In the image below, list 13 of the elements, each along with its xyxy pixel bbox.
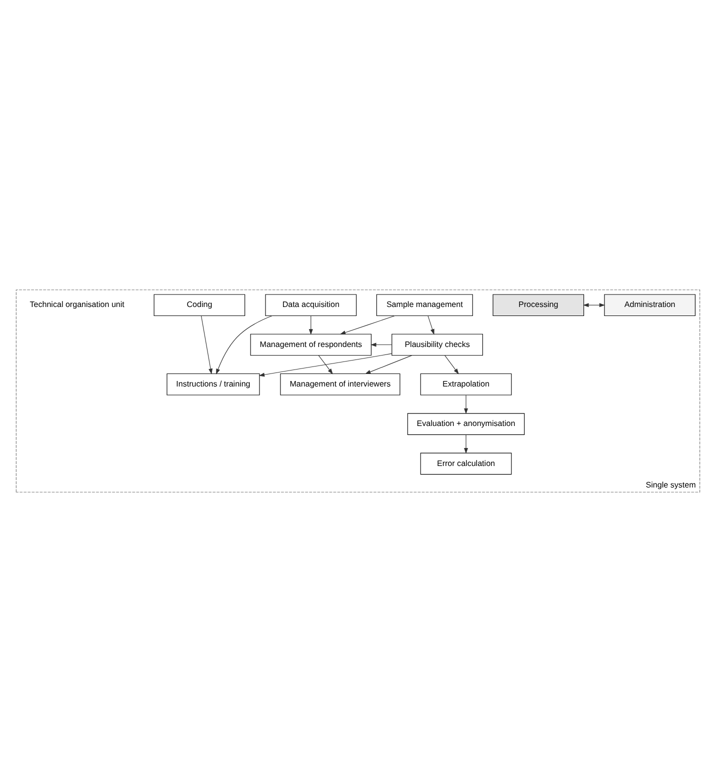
arrow: [308, 316, 313, 335]
arrow: [464, 434, 468, 454]
arrow: [258, 353, 392, 377]
arrow: [428, 316, 434, 335]
arrow: [364, 355, 412, 374]
arrow: [464, 394, 468, 414]
arrow: [318, 355, 333, 374]
arrow: [216, 316, 273, 375]
arrow: [444, 355, 459, 374]
arrow: [200, 315, 213, 374]
arrow: [340, 315, 396, 334]
arrow: [370, 342, 392, 347]
arrow: [583, 303, 606, 308]
